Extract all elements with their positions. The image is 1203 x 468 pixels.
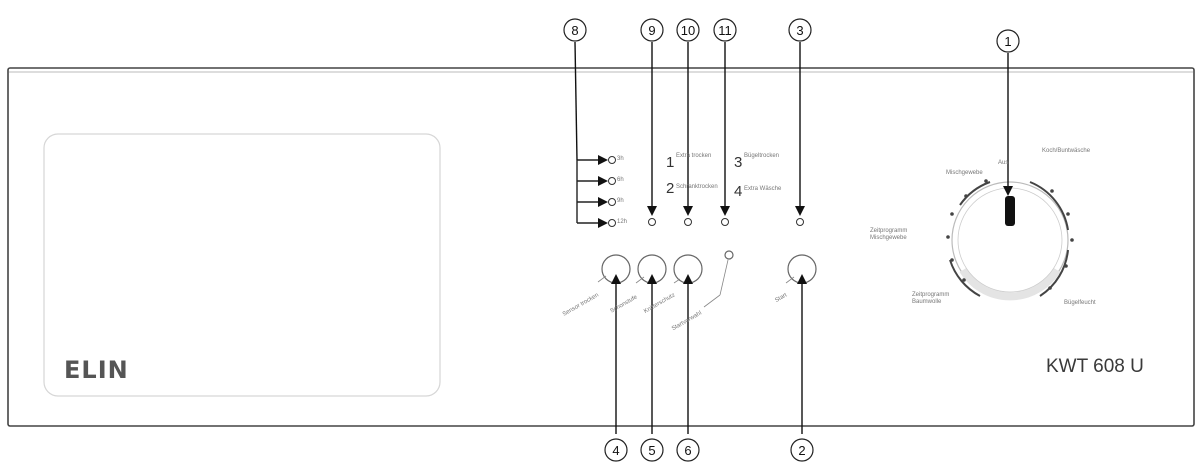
callout-arrowheads <box>611 186 1013 284</box>
callout-11: 11 <box>718 23 732 38</box>
callout-circle-9 <box>640 18 664 42</box>
panel-buttons <box>601 250 817 284</box>
dial-label-left: Zeitprogramm Mischgewebe <box>870 228 908 241</box>
callout-9: 9 <box>648 23 655 38</box>
delay-led <box>724 250 734 260</box>
brand-logo: ELIN <box>64 356 129 384</box>
program-1-number: 1 <box>666 154 675 171</box>
dial-scale-ticks <box>949 181 1069 297</box>
timer-label-9h: 9h <box>617 198 624 204</box>
timer-label-6h: 6h <box>617 177 624 183</box>
program-4-number: 4 <box>734 183 743 200</box>
callout-circle-11 <box>713 18 737 42</box>
callout-circle-2 <box>790 438 814 462</box>
callout-circle-10 <box>676 18 700 42</box>
program-1-label: Extra trocken <box>676 153 712 159</box>
status-leds <box>648 218 804 226</box>
callout-2: 2 <box>798 443 805 458</box>
callout-circle-4 <box>604 438 628 462</box>
callout-circle-3 <box>788 18 812 42</box>
callout-8: 8 <box>571 23 578 38</box>
callout-circle-1 <box>996 29 1020 53</box>
dial-label-upper-right: Koch/Buntwäsche <box>1042 148 1091 154</box>
callout-circle-5 <box>640 438 664 462</box>
dial-label-upper-left: Mischgewebe <box>946 170 983 176</box>
callout-circle-8 <box>563 18 587 42</box>
callout-10: 10 <box>681 23 695 38</box>
callout-1: 1 <box>1004 34 1011 49</box>
timer-label-3h: 3h <box>617 156 624 162</box>
program-2-number: 2 <box>666 180 675 197</box>
dial-dots <box>946 179 1074 290</box>
callout-4: 4 <box>612 443 619 458</box>
timer-bracket <box>576 159 598 224</box>
dial-pointer <box>1005 196 1015 226</box>
button-label-lines <box>597 259 795 308</box>
dial-label-lower-left: Zeitprogramm Baumwolle <box>912 292 950 305</box>
dial-label-lower-right: Bügelfeucht <box>1064 300 1096 306</box>
program-3-label: Bügeltrocken <box>744 153 780 159</box>
timer-arrowheads <box>598 155 608 228</box>
program-dial <box>946 179 1074 301</box>
model-number: KWT 608 U <box>1046 356 1144 377</box>
callout-3: 3 <box>796 23 803 38</box>
callout-6: 6 <box>684 443 691 458</box>
program-3-number: 3 <box>734 154 743 171</box>
timer-label-12h: 12h <box>617 219 628 225</box>
callout-circle-6 <box>676 438 700 462</box>
timer-leds <box>608 156 616 227</box>
callout-leaders <box>574 41 1009 434</box>
callout-circles <box>563 18 1020 462</box>
program-2-label: Schranktrocken <box>676 184 718 190</box>
dial-label-top: Aus <box>998 160 1009 166</box>
program-4-label: Extra Wäsche <box>744 186 782 192</box>
callout-5: 5 <box>648 443 655 458</box>
panel-window <box>43 133 441 397</box>
